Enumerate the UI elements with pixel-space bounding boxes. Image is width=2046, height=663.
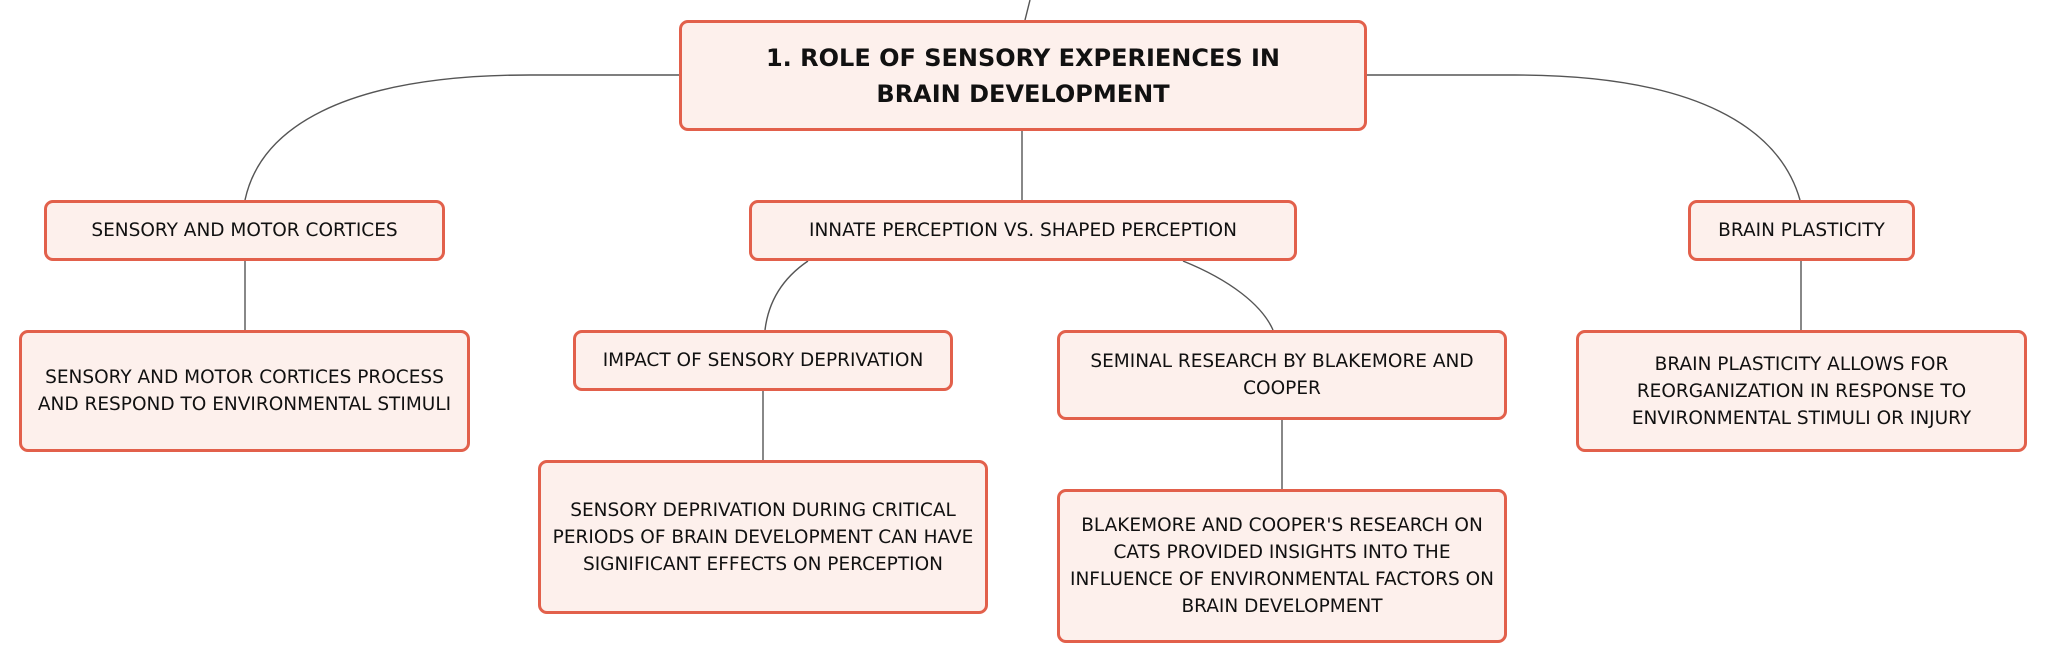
brain-plasticity-node[interactable]: BRAIN PLASTICITY — [1688, 200, 1915, 261]
blakemore-cooper-research-node[interactable]: SEMINAL RESEARCH BY BLAKEMORE AND COOPER — [1057, 330, 1507, 420]
blakemore-cooper-research-detail-text: BLAKEMORE AND COOPER'S RESEARCH ON CATS … — [1070, 515, 1494, 617]
sensory-motor-cortices-detail-node[interactable]: SENSORY AND MOTOR CORTICES PROCESS AND R… — [19, 330, 470, 452]
blakemore-cooper-research-label: SEMINAL RESEARCH BY BLAKEMORE AND COOPER — [1090, 351, 1474, 399]
brain-plasticity-detail-node[interactable]: BRAIN PLASTICITY ALLOWS FOR REORGANIZATI… — [1576, 330, 2027, 452]
sensory-deprivation-detail-text: SENSORY DEPRIVATION DURING CRITICAL PERI… — [552, 499, 974, 575]
root-topic-node[interactable]: 1. ROLE OF SENSORY EXPERIENCES IN BRAIN … — [679, 20, 1367, 131]
brain-plasticity-label: BRAIN PLASTICITY — [1718, 220, 1885, 241]
sensory-deprivation-node[interactable]: IMPACT OF SENSORY DEPRIVATION — [573, 330, 953, 391]
root-topic-label: 1. ROLE OF SENSORY EXPERIENCES IN BRAIN … — [765, 43, 1281, 108]
connector-perception-to-research — [1182, 260, 1274, 331]
sensory-deprivation-label: IMPACT OF SENSORY DEPRIVATION — [602, 350, 924, 371]
connector-root-to-sensory-motor — [244, 74, 679, 201]
sensory-motor-cortices-node[interactable]: SENSORY AND MOTOR CORTICES — [44, 200, 445, 261]
connector-perception-to-deprivation — [764, 260, 809, 331]
innate-vs-shaped-perception-label: INNATE PERCEPTION VS. SHAPED PERCEPTION — [809, 220, 1237, 241]
sensory-motor-cortices-label: SENSORY AND MOTOR CORTICES — [91, 220, 398, 241]
sensory-motor-cortices-detail-text: SENSORY AND MOTOR CORTICES PROCESS AND R… — [37, 367, 452, 415]
brain-plasticity-detail-text: BRAIN PLASTICITY ALLOWS FOR REORGANIZATI… — [1631, 353, 1972, 429]
connector-root-to-plasticity — [1367, 74, 1801, 201]
sensory-deprivation-detail-node[interactable]: SENSORY DEPRIVATION DURING CRITICAL PERI… — [538, 460, 988, 614]
connector-parent-stub — [1024, 0, 1031, 21]
blakemore-cooper-research-detail-node[interactable]: BLAKEMORE AND COOPER'S RESEARCH ON CATS … — [1057, 489, 1507, 643]
innate-vs-shaped-perception-node[interactable]: INNATE PERCEPTION VS. SHAPED PERCEPTION — [749, 200, 1297, 261]
